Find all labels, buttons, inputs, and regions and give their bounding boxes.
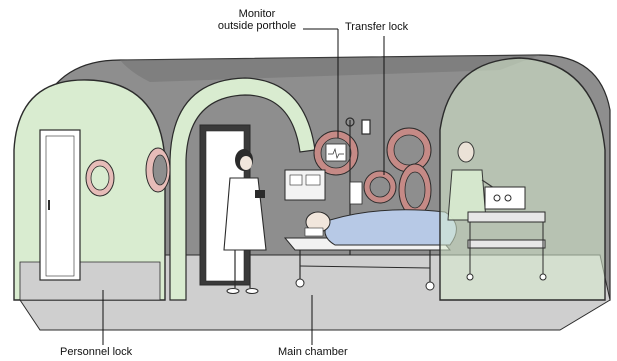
label-main-chamber: Main chamber [278, 346, 348, 358]
label-personnel-lock: Personnel lock [60, 346, 132, 358]
label-transfer-lock: Transfer lock [345, 21, 408, 33]
label-monitor-line1: Monitor [202, 8, 312, 20]
label-monitor: Monitor outside porthole [202, 8, 312, 32]
label-monitor-line2: outside porthole [202, 20, 312, 32]
